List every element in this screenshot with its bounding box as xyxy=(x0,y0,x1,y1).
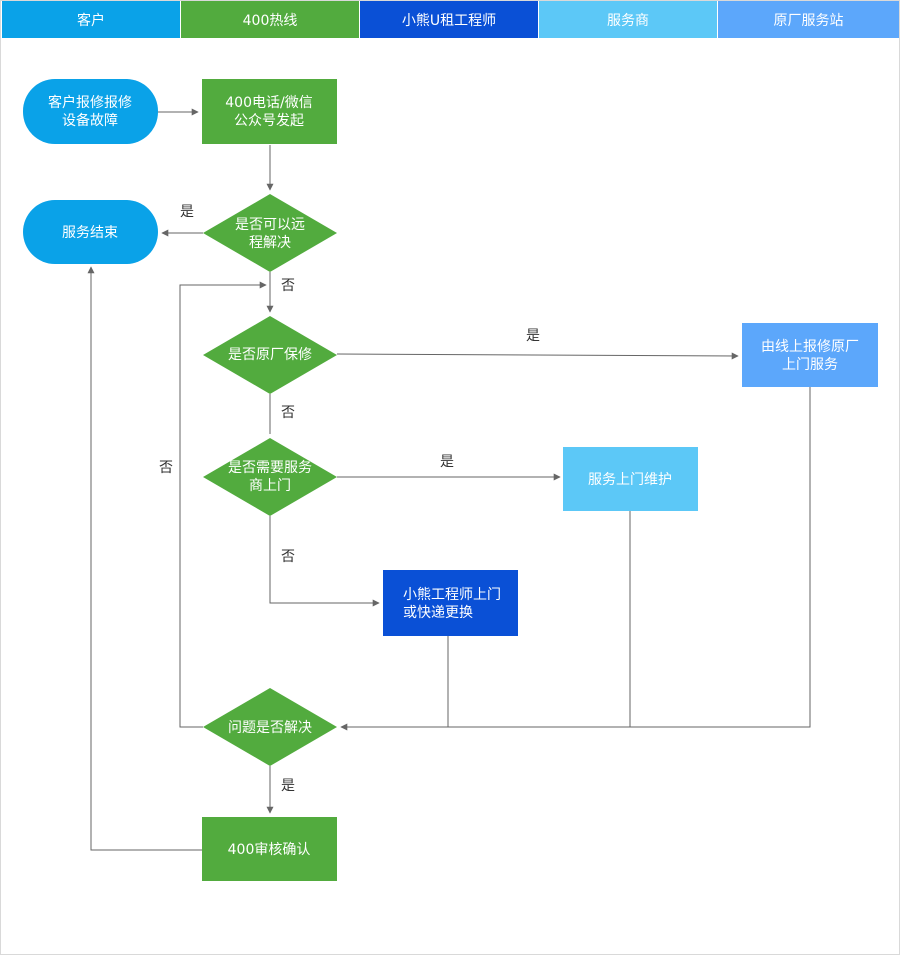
edge-confirm-to-end xyxy=(87,266,203,851)
svg-text:程解决: 程解决 xyxy=(249,235,291,251)
svg-text:设备故障: 设备故障 xyxy=(62,112,118,129)
node-customer-report: 客户报修报修 设备故障 xyxy=(23,79,158,144)
label-remote-yes: 是 xyxy=(180,204,194,220)
edge-oem-to-resolved xyxy=(340,387,811,731)
svg-text:是否原厂保修: 是否原厂保修 xyxy=(228,347,312,363)
label-loop-no: 否 xyxy=(159,460,173,476)
edge-loop-no xyxy=(179,281,267,728)
swimlane-header: 客户 400热线 小熊U租工程师 服务商 原厂服务站 xyxy=(2,1,899,38)
lane-provider: 服务商 xyxy=(539,1,718,38)
label-provider-no: 否 xyxy=(281,549,295,565)
lane-customer: 客户 xyxy=(2,1,181,38)
label-remote-no: 否 xyxy=(281,278,295,294)
svg-text:由线上报修原厂: 由线上报修原厂 xyxy=(761,339,859,355)
label-resolved-yes: 是 xyxy=(281,778,295,794)
svg-text:服务结束: 服务结束 xyxy=(62,225,118,241)
svg-text:是否需要服务: 是否需要服务 xyxy=(228,460,312,476)
node-engineer-service: 小熊工程师上门 或快递更换 xyxy=(383,570,518,636)
node-provider-check: 是否需要服务 商上门 xyxy=(203,438,337,516)
svg-text:400电话/微信: 400电话/微信 xyxy=(225,95,312,111)
label-provider-yes: 是 xyxy=(440,454,454,470)
svg-text:小熊工程师上门: 小熊工程师上门 xyxy=(403,587,501,603)
edge-warranty-yes xyxy=(336,352,739,360)
label-warranty-no: 否 xyxy=(281,405,295,421)
svg-text:或快递更换: 或快递更换 xyxy=(403,604,473,621)
svg-text:400审核确认: 400审核确认 xyxy=(228,842,311,858)
node-provider-repair: 服务上门维护 xyxy=(563,447,698,511)
svg-text:问题是否解决: 问题是否解决 xyxy=(228,720,312,736)
label-warranty-yes: 是 xyxy=(526,328,540,344)
svg-text:服务上门维护: 服务上门维护 xyxy=(588,472,672,488)
node-oem-service: 由线上报修原厂 上门服务 xyxy=(742,323,878,387)
node-service-end: 服务结束 xyxy=(23,200,158,264)
node-hotline-confirm: 400审核确认 xyxy=(202,817,337,881)
edge-provider-no xyxy=(269,516,380,607)
svg-text:商上门: 商上门 xyxy=(249,478,291,494)
svg-text:客户报修报修: 客户报修报修 xyxy=(48,94,132,111)
lane-engineer: 小熊U租工程师 xyxy=(360,1,539,38)
svg-text:上门服务: 上门服务 xyxy=(782,357,838,373)
svg-text:公众号发起: 公众号发起 xyxy=(234,113,304,129)
node-remote-check: 是否可以远 程解决 xyxy=(203,194,337,272)
node-resolved-check: 问题是否解决 xyxy=(203,688,337,766)
lane-oem: 原厂服务站 xyxy=(718,1,899,38)
node-warranty-check: 是否原厂保修 xyxy=(203,316,337,394)
node-hotline-start: 400电话/微信 公众号发起 xyxy=(202,79,337,144)
svg-text:是否可以远: 是否可以远 xyxy=(235,217,305,233)
lane-hotline: 400热线 xyxy=(181,1,360,38)
